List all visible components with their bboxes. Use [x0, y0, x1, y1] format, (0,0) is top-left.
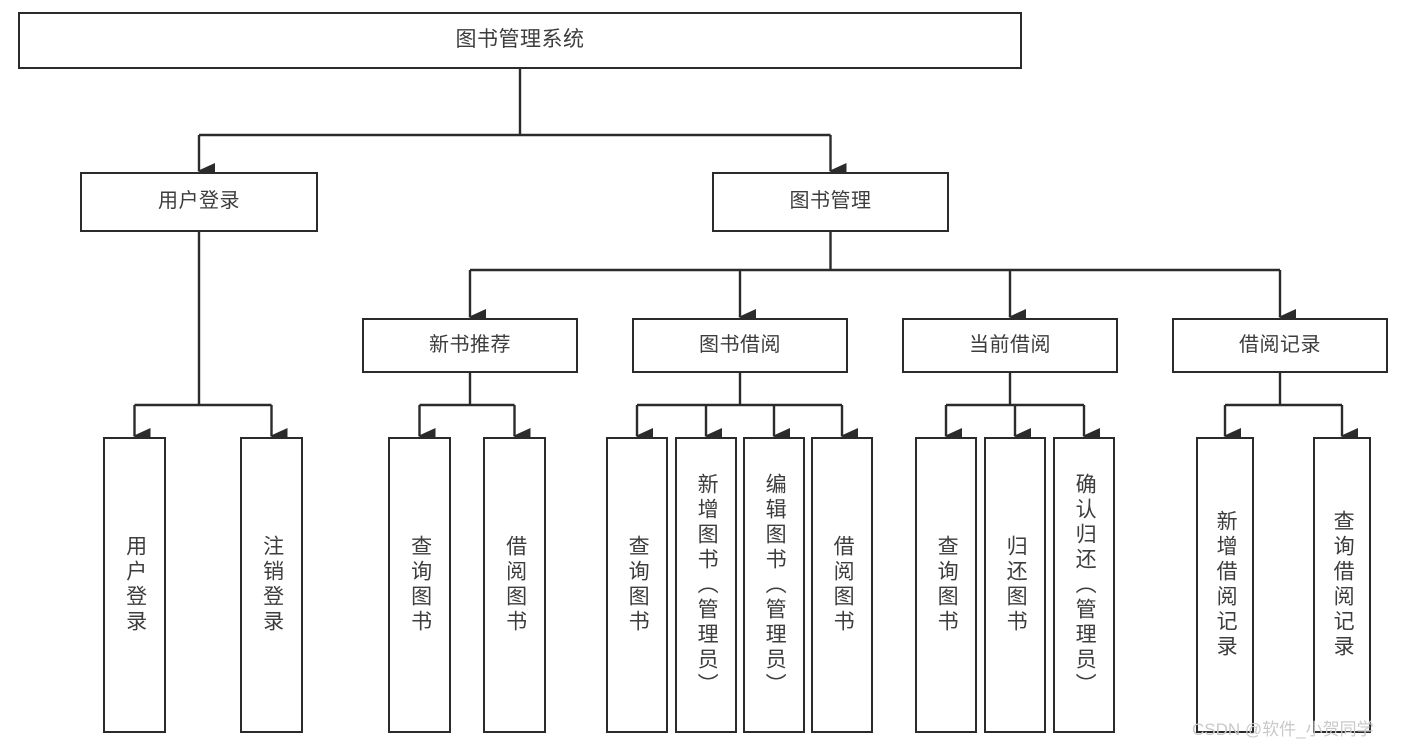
node-label: 图书管理 [789, 190, 872, 213]
edge-group [132, 69, 1358, 444]
node-label: 查询图书 [935, 535, 959, 635]
node-label: 图书借阅 [699, 333, 781, 356]
node-label: 借阅图书 [503, 535, 527, 635]
node-records[interactable]: 借阅记录 [1172, 318, 1388, 373]
node-leaf11[interactable]: 确认归还（管理员） [1053, 437, 1115, 733]
node-login[interactable]: 用户登录 [80, 172, 318, 232]
node-label: 确认归还（管理员） [1073, 472, 1097, 698]
node-bookmgmt[interactable]: 图书管理 [712, 172, 949, 232]
node-label: 图书管理系统 [455, 28, 585, 52]
node-leaf3[interactable]: 查询图书 [388, 437, 451, 733]
node-label: 查询图书 [626, 535, 650, 635]
node-label: 用户登录 [158, 190, 240, 213]
node-borrow[interactable]: 图书借阅 [632, 318, 848, 373]
node-label: 查询借阅记录 [1331, 510, 1355, 660]
node-label: 新书推荐 [429, 333, 511, 356]
node-leaf12[interactable]: 新增借阅记录 [1196, 437, 1254, 733]
node-leaf9[interactable]: 查询图书 [915, 437, 977, 733]
csdn-watermark: CSDN @软件_小贺同学 [1192, 720, 1374, 739]
node-label: 借阅图书 [831, 535, 855, 635]
node-leaf6[interactable]: 新增图书（管理员） [675, 437, 737, 733]
node-root[interactable]: 图书管理系统 [18, 12, 1022, 69]
node-leaf7[interactable]: 编辑图书（管理员） [743, 437, 805, 733]
node-label: 新增借阅记录 [1214, 510, 1238, 660]
node-leaf4[interactable]: 借阅图书 [483, 437, 546, 733]
node-label: 编辑图书（管理员） [763, 472, 787, 698]
node-label: 查询图书 [408, 535, 432, 635]
node-newbook[interactable]: 新书推荐 [362, 318, 578, 373]
node-label: 当前借阅 [969, 333, 1051, 356]
node-label: 新增图书（管理员） [695, 472, 719, 698]
node-label: 用户登录 [123, 535, 147, 635]
node-current[interactable]: 当前借阅 [902, 318, 1118, 373]
node-leaf1[interactable]: 用户登录 [103, 437, 166, 733]
node-leaf10[interactable]: 归还图书 [984, 437, 1046, 733]
node-leaf13[interactable]: 查询借阅记录 [1313, 437, 1371, 733]
node-leaf5[interactable]: 查询图书 [606, 437, 668, 733]
node-label: 借阅记录 [1239, 333, 1321, 356]
node-label: 归还图书 [1004, 535, 1028, 635]
node-leaf8[interactable]: 借阅图书 [811, 437, 873, 733]
node-label: 注销登录 [260, 535, 284, 635]
node-leaf2[interactable]: 注销登录 [240, 437, 303, 733]
